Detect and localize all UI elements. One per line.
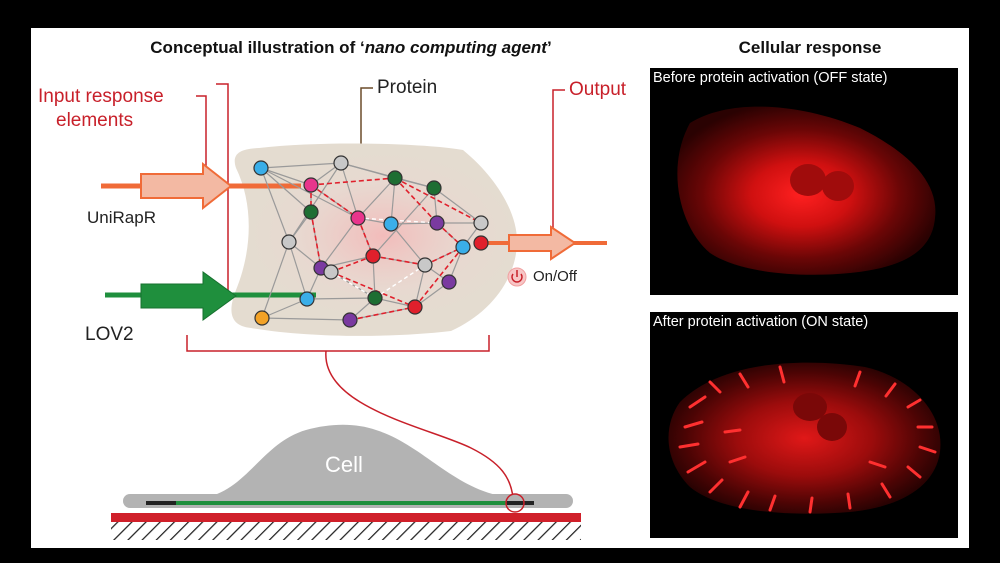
unirapr-label: UniRapR — [87, 208, 156, 227]
output-label: Output — [569, 79, 627, 100]
on-state-cell-svg — [668, 362, 941, 514]
cell-body — [201, 424, 501, 498]
off-state-cell-svg — [677, 106, 936, 275]
node-blue — [299, 291, 315, 307]
node-gray — [323, 264, 339, 280]
node-green — [303, 204, 319, 220]
protein-callout-line — [360, 87, 373, 148]
node-blue — [253, 160, 269, 176]
node-green — [387, 170, 403, 186]
input-callout-lines — [196, 83, 229, 294]
substrate-red — [111, 513, 581, 522]
lov2-input-arrow — [105, 271, 316, 321]
white-pathway — [330, 217, 438, 299]
substrate-hatch — [111, 522, 581, 540]
onoff-label: On/Off — [533, 268, 577, 285]
cell-label: Cell — [325, 452, 363, 477]
on-state-caption: After protein activation (ON state) — [653, 314, 869, 330]
lov2-label: LOV2 — [85, 324, 134, 345]
node-purple — [429, 215, 445, 231]
node-pink — [303, 177, 319, 193]
zoom-circle — [505, 493, 525, 513]
node-orange — [254, 310, 270, 326]
output-callout-line — [552, 89, 565, 238]
input-label-line2: elements — [56, 110, 134, 131]
input-label-line1: Input response — [38, 86, 164, 107]
node-purple — [342, 312, 358, 328]
zoom-connector — [325, 350, 514, 499]
node-green — [426, 180, 442, 196]
power-icon — [507, 267, 527, 287]
node-blue — [455, 239, 471, 255]
node-gray — [281, 234, 297, 250]
on-state-image: After protein activation (ON state) — [650, 312, 958, 538]
protein-label: Protein — [377, 77, 438, 98]
input-label: Input response elements — [38, 85, 164, 133]
network-nodes — [253, 155, 489, 328]
off-state-image: Before protein activation (OFF state) — [650, 68, 958, 295]
node-blue — [383, 216, 399, 232]
node-gray — [473, 215, 489, 231]
node-green — [367, 290, 383, 306]
right-title: Cellular response — [738, 38, 882, 57]
protein-bracket — [186, 335, 490, 352]
node-red-output — [473, 235, 489, 251]
node-pink — [350, 210, 366, 226]
diagram-svg — [101, 83, 607, 540]
output-arrow — [485, 225, 607, 261]
node-purple — [441, 274, 457, 290]
left-title: Conceptual illustration of ‘nano computi… — [150, 38, 552, 57]
left-title-italic: nano computing agent — [364, 38, 547, 57]
node-red — [365, 248, 381, 264]
node-gray — [333, 155, 349, 171]
figure-panel: Conceptual illustration of ‘nano computi… — [31, 28, 969, 548]
off-state-caption: Before protein activation (OFF state) — [653, 70, 888, 86]
node-red — [407, 299, 423, 315]
node-gray — [417, 257, 433, 273]
